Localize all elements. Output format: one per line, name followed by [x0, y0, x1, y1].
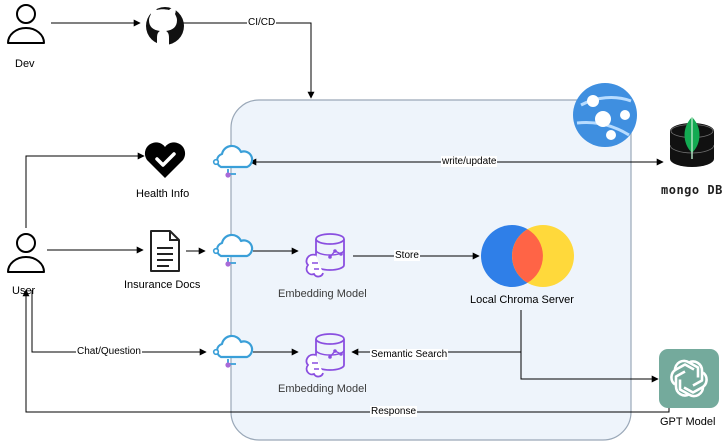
- github-icon: [146, 7, 184, 45]
- health-info-label: Health Info: [136, 188, 190, 200]
- mongodb-leaf-icon: [669, 117, 715, 167]
- heart-check-icon: [144, 142, 186, 178]
- user-label: User: [12, 285, 36, 297]
- person-icon: [7, 4, 45, 44]
- edge-label-store: Store: [394, 250, 420, 261]
- dev-label: Dev: [15, 58, 35, 70]
- mongodb-label: mongo DB: [661, 183, 723, 197]
- edge-user-health: [25, 152, 145, 228]
- gpt-model-label: GPT Model: [660, 416, 716, 428]
- person-icon: [7, 233, 45, 273]
- edge-label-write-update: write/update: [441, 156, 498, 167]
- document-icon: [150, 230, 180, 272]
- azure-web-app-icon: [573, 83, 637, 147]
- edge-chat-question: [31, 290, 207, 356]
- openai-logo-icon: [659, 349, 719, 408]
- edge-label-response: Response: [370, 406, 418, 417]
- edge-label-semantic-search: Semantic Search: [370, 349, 449, 360]
- chroma-server-label: Local Chroma Server: [470, 294, 574, 306]
- edge-label-cicd: CI/CD: [247, 17, 277, 28]
- edge-chroma-gpt: [520, 352, 659, 383]
- insurance-docs-label: Insurance Docs: [124, 279, 201, 291]
- edge-label-chat-question: Chat/Question: [76, 346, 142, 357]
- edge-cicd: [172, 22, 315, 99]
- chroma-logo-icon: [481, 225, 574, 287]
- embedding-model-label: Embedding Model: [278, 383, 367, 395]
- embedding-model-label: Embedding Model: [278, 288, 367, 300]
